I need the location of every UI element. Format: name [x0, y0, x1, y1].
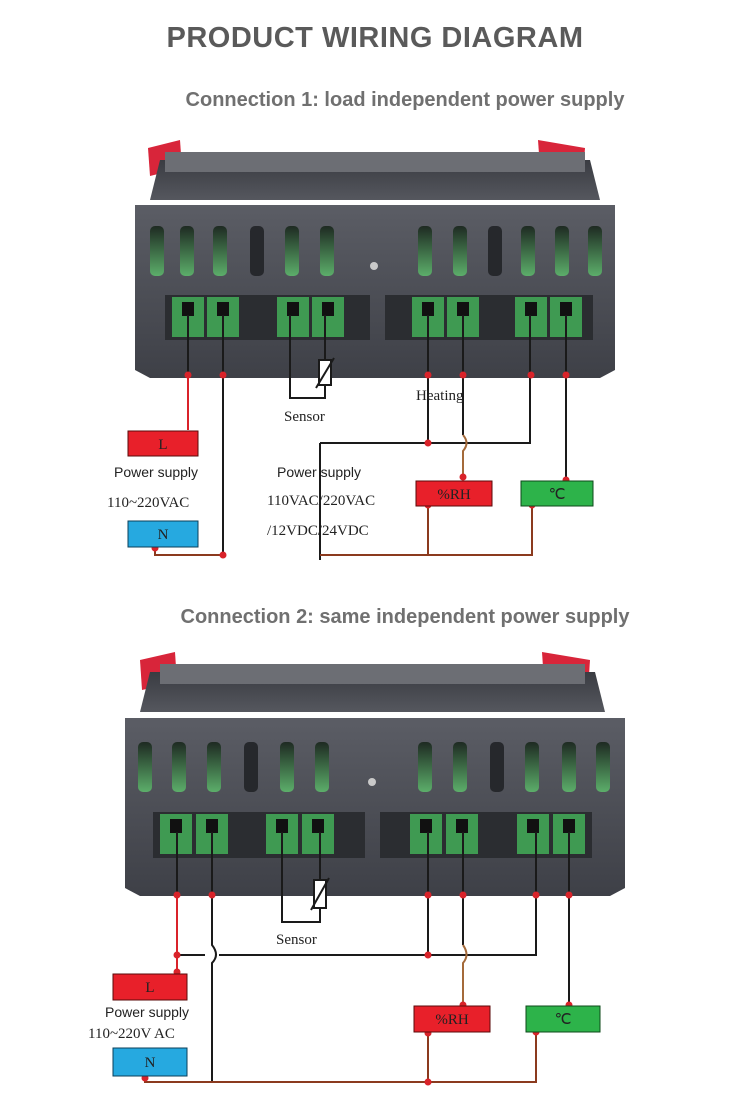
power-voltage-label-1: 110~220VAC: [107, 495, 189, 511]
heating-label-1: Heating: [416, 388, 464, 404]
load-power-supply-label-1: Power supply: [277, 464, 361, 480]
wire-junction-dots-2: [141, 891, 573, 1086]
power-voltage-label-2: 110~220V AC: [88, 1026, 175, 1042]
load-voltage-line2: /12VDC/24VDC: [267, 523, 369, 539]
power-supply-label-2: Power supply: [105, 1004, 189, 1020]
temp-output-box-1: [520, 480, 594, 507]
terminal-N-label-2: N: [145, 1055, 156, 1071]
wiring-connection-1: [154, 315, 567, 560]
temp-output-box-2: [525, 1005, 601, 1033]
connection-1-heading: Connection 1: load independent power sup…: [185, 89, 625, 111]
temp-output-label-1: ℃: [549, 487, 566, 503]
terminal-L-label-1: L: [158, 437, 167, 453]
humidity-output-label-1: %RH: [437, 487, 471, 503]
humidity-output-box-2: [413, 1005, 491, 1033]
terminal-L-box-2: [112, 973, 188, 1001]
sensor-label-2: Sensor: [276, 932, 317, 948]
temp-output-label-2: ℃: [555, 1012, 572, 1028]
terminal-L-box-1: [127, 430, 199, 457]
connection-2-heading: Connection 2: same independent power sup…: [180, 606, 630, 628]
controller-device-1: [135, 140, 615, 378]
terminal-N-box-1: [127, 520, 199, 548]
power-supply-label-1: Power supply: [114, 464, 198, 480]
terminal-L-label-2: L: [145, 980, 154, 996]
controller-device-2: [125, 652, 625, 896]
load-voltage-line1: 110VAC/220VAC: [267, 493, 375, 509]
sensor-label-1: Sensor: [284, 409, 325, 425]
terminal-N-box-2: [112, 1047, 188, 1077]
terminal-N-label-1: N: [158, 527, 169, 543]
humidity-output-box-1: [415, 480, 493, 507]
humidity-output-label-2: %RH: [435, 1012, 469, 1028]
page-title: PRODUCT WIRING DIAGRAM: [166, 22, 584, 54]
